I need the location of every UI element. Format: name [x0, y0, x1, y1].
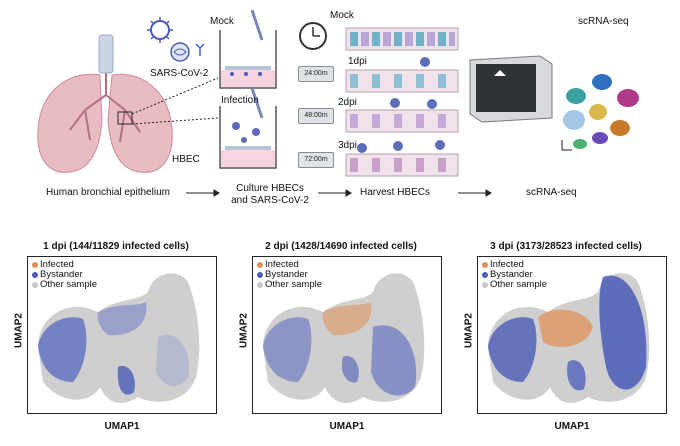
timepoint-1dpi: 1dpi [348, 56, 367, 67]
panel-1-title: 1 dpi (144/11829 infected cells) [43, 241, 189, 252]
panel-1-ylabel: UMAP2 [13, 313, 25, 349]
mock-label: Mock [210, 16, 234, 27]
sequencer-icon [469, 55, 553, 123]
legend-infected: Infected [490, 259, 524, 270]
infected-legend-dot [257, 262, 263, 268]
umap-plot-3 [488, 273, 650, 403]
panel-1-legend: Infected Bystander Other sample [32, 260, 97, 290]
flow-step-2-line1: Culture HBECs [236, 183, 304, 194]
umap-thumbnail [561, 74, 639, 151]
legend-other: Other sample [490, 279, 548, 290]
panel-2-legend: Infected Bystander Other sample [257, 260, 322, 290]
legend-bystander: Bystander [40, 269, 83, 280]
clock-icon [299, 22, 327, 50]
timepoint-3dpi: 3dpi [338, 140, 357, 151]
legend-bystander: Bystander [490, 269, 533, 280]
panel-1-xlabel: UMAP1 [104, 421, 140, 432]
umap-plot-2 [263, 273, 425, 403]
lungs-illustration [37, 34, 173, 173]
infection-label: Infection [221, 95, 259, 106]
flow-step-1: Human bronchial epithelium [46, 187, 170, 198]
legend-other: Other sample [40, 279, 98, 290]
panel-3-xlabel: UMAP1 [554, 421, 590, 432]
infected-legend-dot [482, 262, 488, 268]
umap-panel-3: Infected Bystander Other sample [477, 256, 667, 414]
timer-48h: 48:00m [298, 108, 334, 124]
flow-step-4: scRNA-seq [526, 187, 577, 198]
harvest-mock-label: Mock [330, 10, 354, 21]
legend-infected: Infected [265, 259, 299, 270]
other-legend-dot [257, 282, 263, 288]
panel-3-legend: Infected Bystander Other sample [482, 260, 547, 290]
panel-2-title: 2 dpi (1428/14690 infected cells) [265, 241, 417, 252]
infection-well [219, 87, 277, 169]
flow-step-3: Harvest HBECs [360, 187, 431, 198]
infected-legend-dot [32, 262, 38, 268]
panel-2-ylabel: UMAP2 [238, 313, 250, 349]
legend-other: Other sample [265, 279, 323, 290]
timer-24h: 24:00m [298, 66, 334, 82]
panel-3-ylabel: UMAP2 [463, 313, 475, 349]
panel-2-xlabel: UMAP1 [329, 421, 365, 432]
umap-plot-1 [38, 273, 200, 403]
mock-well [219, 9, 277, 89]
virus-label: SARS-CoV-2 [150, 68, 209, 79]
other-legend-dot [32, 282, 38, 288]
flow-step-2-line2: and SARS-CoV-2 [231, 195, 309, 206]
timepoint-2dpi: 2dpi [338, 97, 357, 108]
umap-panel-2: Infected Bystander Other sample [252, 256, 442, 414]
bystander-legend-dot [257, 272, 263, 278]
bystander-legend-dot [482, 272, 488, 278]
flow-arrows [186, 189, 492, 197]
epithelium-rows [345, 27, 459, 177]
workflow-schematic [37, 9, 639, 197]
virus-icon [147, 17, 205, 62]
umap-panel-1: Infected Bystander Other sample [27, 256, 217, 414]
flow-step-2: Culture HBECs and SARS-CoV-2 [228, 183, 312, 207]
timer-72h: 72:00m [298, 152, 334, 168]
panel-3-title: 3 dpi (3173/28523 infected cells) [490, 241, 642, 252]
hbec-label: HBEC [172, 154, 200, 165]
bystander-legend-dot [32, 272, 38, 278]
legend-bystander: Bystander [265, 269, 308, 280]
scrna-title: scRNA-seq [578, 16, 629, 27]
other-legend-dot [482, 282, 488, 288]
legend-infected: Infected [40, 259, 74, 270]
